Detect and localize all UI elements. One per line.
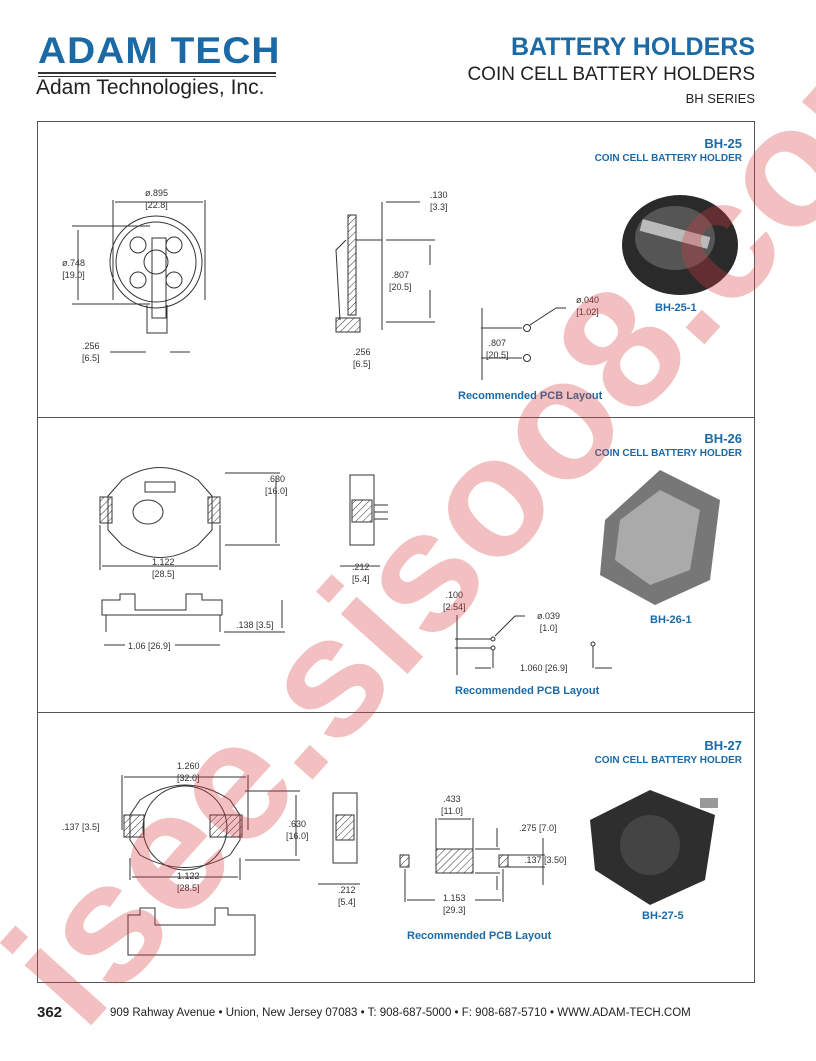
part-number-bh27-5: BH-27-5: [642, 910, 684, 922]
bh27-photo: [590, 790, 718, 905]
bh25-pcb-layout: [481, 307, 566, 380]
dimension-label: ø.748[19.0]: [62, 258, 86, 280]
bh26-front-view: [101, 593, 285, 646]
divider: [37, 417, 755, 418]
section-id-bh27: BH-27: [704, 738, 742, 753]
bh26-top-view: [99, 467, 280, 570]
dimension-label: 1.06 [26.9]: [128, 641, 171, 651]
section-id-bh26: BH-26: [704, 431, 742, 446]
footer-address: 909 Rahway Avenue • Union, New Jersey 07…: [110, 1007, 691, 1019]
bh27-side-view: [318, 792, 360, 885]
dimension-label: .630[16.0]: [265, 474, 288, 496]
dimension-label: .100[2.54]: [443, 590, 466, 612]
pcb-layout-label: Recommended PCB Layout: [458, 390, 603, 402]
dimension-label: 1.060 [26.9]: [520, 663, 568, 673]
logo-rule: [38, 76, 276, 77]
page-title: BATTERY HOLDERS: [511, 33, 755, 61]
content-frame: [37, 121, 755, 983]
bh25-front-view: [72, 200, 206, 353]
dimension-label: .138 [3.5]: [236, 620, 274, 630]
bh27-top-view: [121, 775, 300, 880]
dimension-label: .256[6.5]: [353, 347, 371, 369]
dimension-label: 1.153[29.3]: [443, 893, 466, 915]
bh25-side-view: [335, 201, 435, 333]
dimension-label: .630[16.0]: [286, 819, 309, 841]
bh26-pcb-layout: [455, 615, 612, 675]
pcb-layout-label: Recommended PCB Layout: [407, 930, 552, 942]
bh26-photo: [600, 470, 720, 605]
dimension-label: .807[20.5]: [389, 270, 412, 292]
part-number-bh25-1: BH-25-1: [655, 302, 697, 314]
adam-tech-logo: ADAM TECH: [38, 30, 281, 71]
dimension-label: .137 [3.5]: [62, 822, 100, 832]
dimension-label: .807[20.5]: [486, 338, 509, 360]
dimension-label: 1.122[28.5]: [177, 871, 200, 893]
dimension-label: 1.122[28.5]: [152, 557, 175, 579]
company-name: Adam Technologies, Inc.: [36, 76, 265, 99]
section-id-bh25: BH-25: [704, 136, 742, 151]
dimension-label: .433[11.0]: [441, 794, 463, 816]
dimension-label: .130[3.3]: [430, 190, 448, 212]
logo-rule: [38, 72, 276, 74]
bh27-pcb-layout: [399, 818, 545, 902]
section-subtitle-bh25: COIN CELL BATTERY HOLDER: [594, 153, 742, 164]
page-subtitle: COIN CELL BATTERY HOLDERS: [467, 64, 755, 85]
dimension-label: ø.040[1.02]: [576, 295, 600, 317]
dimension-label: .275 [7.0]: [519, 823, 557, 833]
bh25-photo: [622, 195, 738, 295]
section-subtitle-bh26: COIN CELL BATTERY HOLDER: [594, 448, 742, 459]
dimension-label: .212[5.4]: [338, 885, 356, 907]
bh26-side-view: [340, 474, 388, 567]
section-subtitle-bh27: COIN CELL BATTERY HOLDER: [594, 755, 742, 766]
part-number-bh26-1: BH-26-1: [650, 614, 692, 626]
series-label: BH SERIES: [685, 91, 755, 106]
dimension-label: .256[6.5]: [82, 341, 100, 363]
divider: [37, 712, 755, 713]
bh27-front-view: [127, 907, 256, 956]
dimension-label: ø.895[22.8]: [145, 188, 169, 210]
dimension-label: .137 [3.50]: [524, 855, 567, 865]
page-number: 362: [37, 1004, 63, 1021]
dimension-label: ø.039[1.0]: [537, 611, 561, 633]
pcb-layout-label: Recommended PCB Layout: [455, 685, 600, 697]
dimension-label: .212[5.4]: [352, 562, 370, 584]
dimension-label: 1.260[32.0]: [177, 761, 200, 783]
